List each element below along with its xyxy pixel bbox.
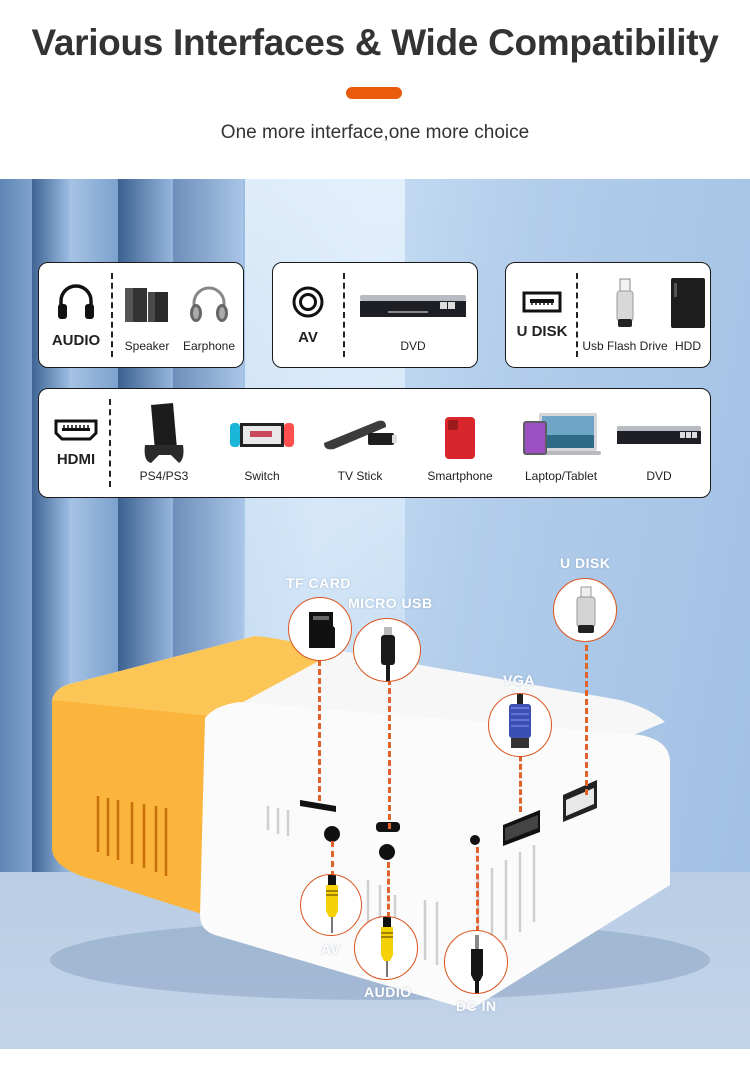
audio-bubble	[354, 916, 418, 980]
compat-item: DVD	[609, 389, 709, 497]
item-label: PS4/PS3	[139, 469, 189, 483]
tf-card-bubble	[288, 597, 352, 661]
page-subtitle: One more interface,one more choice	[220, 122, 530, 143]
item-label: DVD	[646, 469, 672, 483]
item-label: TV Stick	[337, 469, 383, 483]
udisk-label: U DISK	[516, 322, 568, 340]
audio-card: AUDIO Speaker Earphone	[38, 262, 244, 368]
av-bubble	[300, 874, 362, 936]
compat-item: Usb Flash Drive	[582, 263, 668, 367]
micro-usb-label: MICRO USB	[348, 595, 433, 611]
earphone-icon	[190, 286, 228, 322]
audio-jack-icon	[381, 917, 393, 977]
callout-line	[476, 847, 479, 932]
callout-line	[387, 862, 390, 918]
dvd-player-icon	[617, 426, 701, 444]
header: Various Interfaces & Wide Compatibility …	[0, 0, 750, 180]
vga-label: VGA	[503, 672, 535, 688]
rca-port-icon	[292, 286, 324, 317]
compat-item: HDD	[666, 263, 710, 367]
switch-console-icon	[230, 423, 294, 447]
dashed-divider	[111, 273, 113, 357]
callout-line	[519, 747, 522, 812]
av-callout-label: AV	[321, 941, 341, 957]
dc-in-bubble	[444, 930, 508, 994]
item-label: HDD	[675, 339, 701, 353]
page-title: Various Interfaces & Wide Compatibility	[31, 22, 719, 63]
av-label: AV	[298, 328, 318, 346]
dc-in-callout-label: DC IN	[456, 998, 497, 1014]
compat-item: Smartphone	[413, 389, 507, 497]
micro-usb-bubble	[353, 618, 421, 682]
usb-flash-drive-icon	[576, 586, 596, 633]
dashed-divider	[109, 399, 111, 487]
compat-item: Speaker	[119, 263, 175, 367]
dashed-divider	[576, 273, 578, 357]
usb-flash-drive-icon	[616, 278, 634, 327]
u-disk-label: U DISK	[560, 555, 611, 571]
callout-line	[388, 679, 391, 829]
dvd-player-icon	[360, 295, 466, 317]
dashed-divider	[343, 273, 345, 357]
game-console-icon	[144, 403, 184, 463]
callout-line	[331, 841, 334, 877]
tf-card-label: TF CARD	[286, 575, 351, 591]
compat-item: DVD	[353, 263, 473, 367]
udisk-card: U DISK Usb Flash Drive HDD	[505, 262, 711, 368]
usb-port-icon	[522, 291, 562, 312]
hdmi-card: HDMI PS4/PS3 Switch	[38, 388, 711, 498]
item-label: Switch	[244, 469, 280, 483]
micro-usb-cable-icon	[381, 627, 395, 681]
speaker-icon	[125, 288, 168, 322]
vga-bubble	[488, 693, 552, 757]
hdmi-label: HDMI	[56, 450, 96, 468]
dc-plug-icon	[471, 935, 483, 993]
laptop-tablet-icon	[523, 413, 601, 455]
u-disk-bubble	[553, 578, 617, 642]
headphones-icon	[58, 283, 94, 319]
smartphone-icon	[445, 417, 475, 459]
audio-label: AUDIO	[51, 331, 101, 349]
product-scene: AUDIO Speaker Earphone AV	[0, 179, 750, 1049]
compat-item: Laptop/Tablet	[513, 389, 609, 497]
tv-stick-icon	[324, 420, 397, 450]
compat-item: TV Stick	[315, 389, 405, 497]
item-label: Smartphone	[427, 469, 493, 483]
audio-callout-label: AUDIO	[364, 984, 412, 1000]
callout-line	[585, 645, 588, 795]
item-label: Usb Flash Drive	[582, 339, 668, 353]
item-label: Earphone	[182, 339, 236, 353]
av-jack-icon	[326, 875, 338, 933]
item-label: Speaker	[124, 339, 170, 353]
hdmi-port-icon	[54, 419, 98, 440]
hdd-icon	[671, 278, 705, 328]
tf-card-icon	[309, 612, 335, 648]
vga-connector-icon	[509, 694, 531, 748]
compat-item: PS4/PS3	[119, 389, 209, 497]
accent-bar	[346, 87, 402, 99]
compat-item: Earphone	[177, 263, 241, 367]
callout-line	[318, 651, 321, 801]
av-card: AV DVD	[272, 262, 478, 368]
item-label: Laptop/Tablet	[524, 469, 598, 483]
compat-item: Switch	[217, 389, 307, 497]
item-label: DVD	[400, 339, 426, 353]
